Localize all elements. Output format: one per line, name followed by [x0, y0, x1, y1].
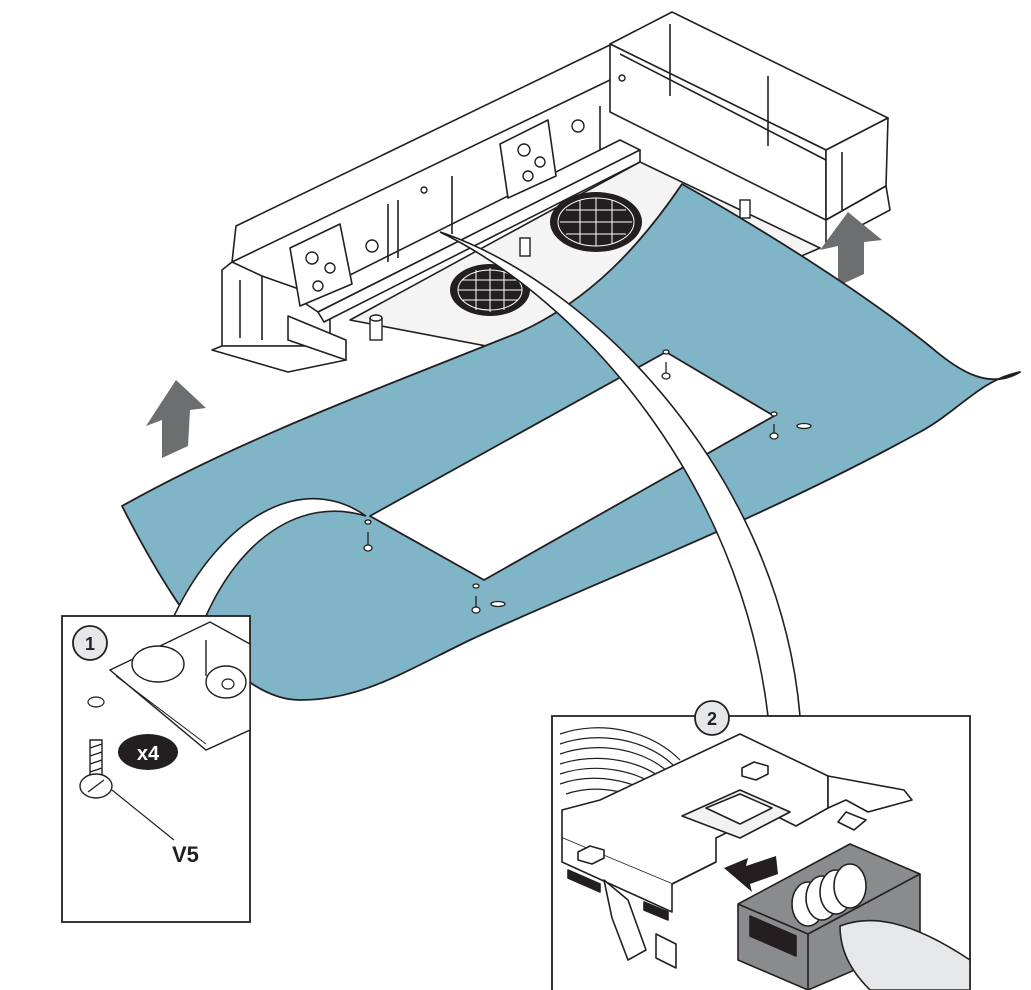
compartment-posts: [369, 199, 751, 341]
plug-icon: [737, 843, 971, 990]
callout-number: 1: [85, 634, 95, 654]
callout-number: 2: [707, 709, 717, 729]
callout-2-box: 2: [551, 700, 971, 990]
screw-icon: [769, 411, 812, 440]
callout-1-box: x4 V5 1: [61, 615, 251, 923]
callout-number-badge: [72, 625, 108, 661]
screw-icon: [471, 583, 506, 614]
part-code-label: V5: [172, 842, 199, 867]
insert-arrow-icon: [724, 856, 778, 892]
quantity-badge: [118, 734, 178, 770]
fan-grille-icon: [450, 192, 642, 316]
screw-icon: [363, 519, 373, 552]
screw-icon: [661, 349, 671, 380]
callout-number-badge: [694, 700, 730, 736]
bracket-holes: [305, 74, 626, 292]
panel-screws: [363, 349, 812, 614]
quantity-label: x4: [137, 743, 160, 765]
screw-icon: [79, 739, 113, 799]
leader-v5: [111, 789, 175, 841]
connector-icon: [561, 733, 913, 969]
